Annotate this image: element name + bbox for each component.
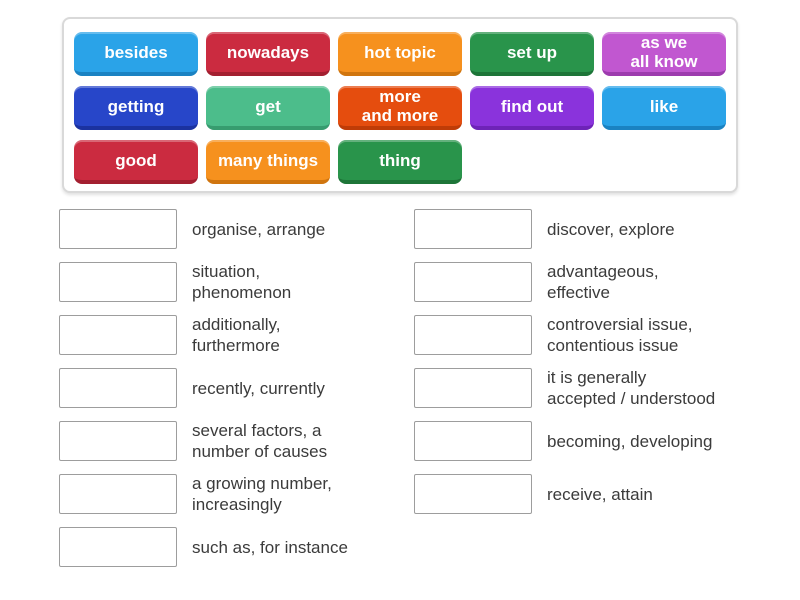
answer-slot[interactable] xyxy=(414,474,532,514)
word-tile-label: get xyxy=(255,96,281,116)
answer-slot[interactable] xyxy=(414,421,532,461)
match-row: additionally, furthermore xyxy=(59,315,348,355)
word-tile-label: more and more xyxy=(361,87,439,125)
answer-slot[interactable] xyxy=(59,421,177,461)
clue-text: situation, phenomenon xyxy=(192,262,292,302)
match-row: recently, currently xyxy=(59,368,348,408)
word-tile-label: set up xyxy=(506,42,558,62)
word-tile-good[interactable]: good xyxy=(74,140,198,184)
word-tile-label: good xyxy=(115,150,157,170)
answer-slot[interactable] xyxy=(59,368,177,408)
match-row: advantageous, effective xyxy=(414,262,715,302)
match-column-right: discover, explore advantageous, effectiv… xyxy=(414,209,715,527)
answer-slot[interactable] xyxy=(414,262,532,302)
word-tile-getting[interactable]: getting xyxy=(74,86,198,130)
clue-text: recently, currently xyxy=(192,378,325,398)
word-tile-find-out[interactable]: find out xyxy=(470,86,594,130)
clue-text: advantageous, effective xyxy=(547,262,659,302)
word-tile-nowadays[interactable]: nowadays xyxy=(206,32,330,76)
answer-slot[interactable] xyxy=(59,527,177,567)
word-tile-thing[interactable]: thing xyxy=(338,140,462,184)
answer-slot[interactable] xyxy=(59,262,177,302)
word-tile-label: many things xyxy=(217,150,319,170)
word-tile-get[interactable]: get xyxy=(206,86,330,130)
word-tile-label: getting xyxy=(107,96,165,116)
clue-text: receive, attain xyxy=(547,484,653,504)
match-row: such as, for instance xyxy=(59,527,348,567)
answer-slot[interactable] xyxy=(414,315,532,355)
clue-text: it is generally accepted / understood xyxy=(547,368,716,408)
word-bank-panel: besides nowadays hot topic set up as we … xyxy=(62,17,738,193)
word-tile-label: find out xyxy=(500,96,564,116)
clue-text: organise, arrange xyxy=(192,219,326,239)
match-row: situation, phenomenon xyxy=(59,262,348,302)
word-tile-label: thing xyxy=(379,150,421,170)
match-row: several factors, a number of causes xyxy=(59,421,348,461)
match-row: discover, explore xyxy=(414,209,715,249)
match-row: receive, attain xyxy=(414,474,715,514)
match-column-left: organise, arrange situation, phenomenon … xyxy=(59,209,348,580)
word-tile-hot-topic[interactable]: hot topic xyxy=(338,32,462,76)
answer-slot[interactable] xyxy=(414,368,532,408)
word-tile-as-we-all-know[interactable]: as we all know xyxy=(602,32,726,76)
answer-slot[interactable] xyxy=(59,474,177,514)
answer-slot[interactable] xyxy=(59,315,177,355)
match-row: organise, arrange xyxy=(59,209,348,249)
clue-text: controversial issue, contentious issue xyxy=(547,315,693,355)
match-row: it is generally accepted / understood xyxy=(414,368,715,408)
word-tile-many-things[interactable]: many things xyxy=(206,140,330,184)
match-row: controversial issue, contentious issue xyxy=(414,315,715,355)
word-tile-set-up[interactable]: set up xyxy=(470,32,594,76)
word-tile-label: nowadays xyxy=(226,42,310,62)
answer-slot[interactable] xyxy=(414,209,532,249)
clue-text: additionally, furthermore xyxy=(192,315,281,355)
word-tile-besides[interactable]: besides xyxy=(74,32,198,76)
clue-text: a growing number, increasingly xyxy=(192,474,332,514)
word-tile-label: besides xyxy=(104,42,168,62)
word-tile-more-and-more[interactable]: more and more xyxy=(338,86,462,130)
word-tile-like[interactable]: like xyxy=(602,86,726,130)
clue-text: such as, for instance xyxy=(192,537,348,557)
clue-text: becoming, developing xyxy=(547,431,713,451)
match-row: becoming, developing xyxy=(414,421,715,461)
clue-text: several factors, a number of causes xyxy=(192,421,328,461)
answer-slot[interactable] xyxy=(59,209,177,249)
word-tile-label: like xyxy=(649,96,679,116)
clue-text: discover, explore xyxy=(547,219,675,239)
word-tile-label: hot topic xyxy=(364,42,436,62)
match-row: a growing number, increasingly xyxy=(59,474,348,514)
word-tile-label: as we all know xyxy=(630,33,698,71)
